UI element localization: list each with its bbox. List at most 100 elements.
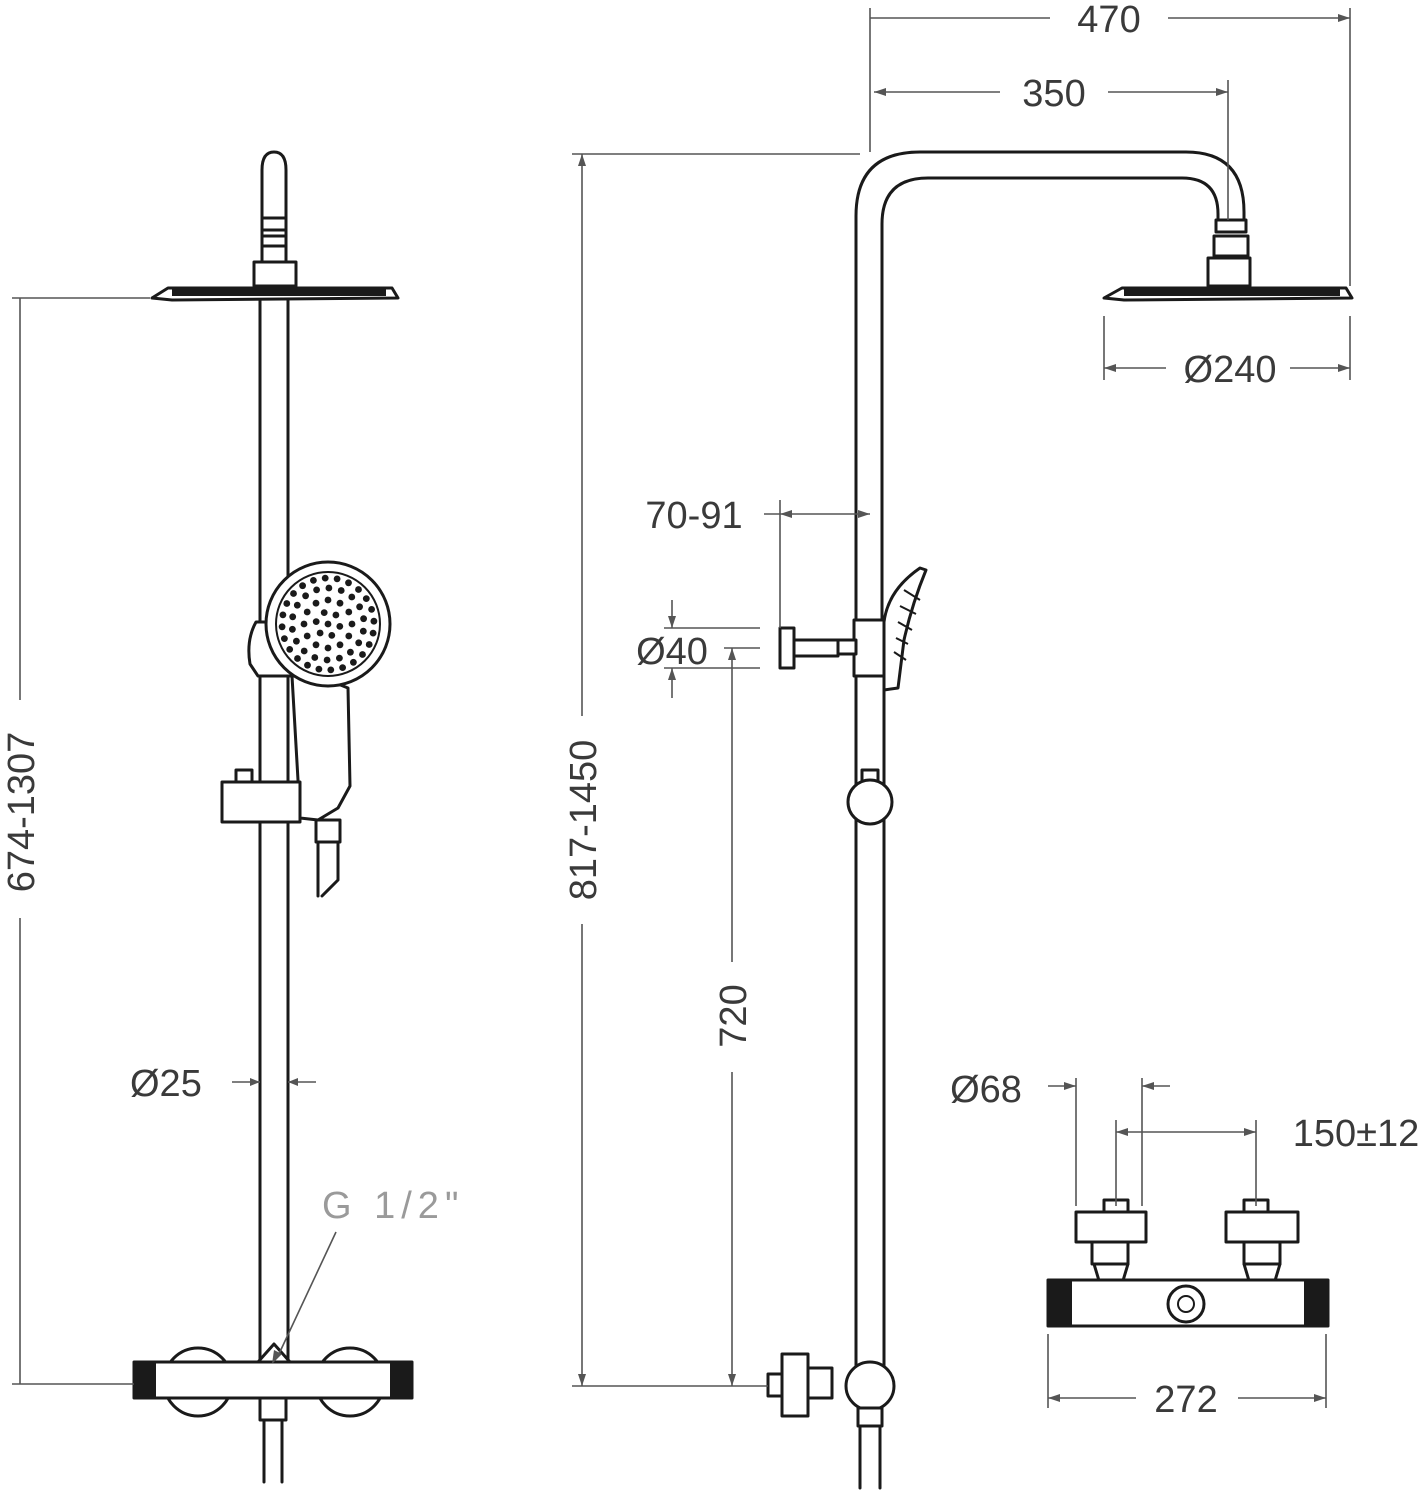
nozzle-dot (345, 579, 352, 587)
column-height-dimension: 817-1450 (563, 153, 860, 1387)
nozzle-dot (362, 595, 370, 602)
nozzle-dot (315, 665, 323, 673)
nozzle-dot (312, 599, 320, 607)
wall-offset-label: 70-91 (645, 495, 742, 537)
side-valve-body (780, 1352, 810, 1418)
side-holder (852, 618, 886, 678)
head-diameter-label: Ø240 (1184, 349, 1277, 391)
front-rain-head-plate (172, 289, 386, 296)
front-valve-body (132, 1360, 414, 1400)
column-height-label: 817-1450 (563, 740, 605, 901)
side-wall-bracket-plate (778, 626, 796, 670)
side-hand-shower (882, 566, 928, 692)
nozzle-dot (345, 632, 353, 640)
nozzle-dot (293, 637, 300, 645)
head-diameter-dimension: Ø240 (1103, 316, 1351, 391)
valve-handle-left (1074, 1210, 1148, 1244)
connection-thread-label: G 1/2" (322, 1185, 464, 1227)
front-valve-outlet (258, 1396, 288, 1422)
nozzle-dot (348, 593, 356, 601)
nozzle-dot (323, 656, 331, 664)
nozzle-dot (321, 574, 329, 582)
nozzle-dot (324, 620, 332, 628)
nozzle-dot (337, 587, 345, 594)
nozzle-dot (336, 654, 343, 662)
front-hose-nut (314, 818, 342, 844)
wall-offset-dimension: 70-91 (645, 495, 870, 628)
side-valve-inlet (766, 1372, 784, 1398)
nozzle-dot (345, 608, 353, 616)
nozzle-dot (286, 646, 294, 653)
valve-center-dial (1166, 1284, 1206, 1324)
nozzle-dot (278, 623, 286, 631)
front-head-connector (252, 260, 298, 288)
bracket-diameter-dimension: Ø40 (636, 600, 760, 698)
side-column-outer (854, 150, 1246, 1382)
nozzle-dot (325, 584, 333, 592)
nozzle-dot (359, 651, 366, 658)
nozzle-dot (370, 617, 378, 625)
side-view (766, 150, 1354, 1490)
nozzle-dot (299, 582, 306, 590)
nozzle-dot (289, 613, 297, 621)
side-arm-ring-2 (1212, 234, 1250, 258)
nozzle-dot (283, 600, 291, 607)
side-wall-bracket-arm (792, 638, 840, 658)
bracket-height-dimension: 720 (713, 647, 760, 1386)
nozzle-dot (360, 615, 367, 623)
valve-view (1046, 1198, 1330, 1328)
total-width-dimension: 470 (869, 0, 1351, 286)
nozzle-dot (320, 609, 328, 616)
nozzle-dot (300, 647, 308, 655)
side-slider (846, 778, 894, 826)
front-hand-shower-nozzles (278, 574, 378, 674)
nozzle-dot (304, 661, 311, 669)
nozzle-dot (310, 577, 317, 584)
arm-reach-label: 350 (1022, 73, 1085, 115)
bracket-height-label: 720 (713, 984, 755, 1047)
front-slider-knob (234, 768, 254, 784)
pipe-diameter-label: Ø25 (130, 1063, 202, 1105)
nozzle-dot (290, 590, 297, 597)
front-hose (316, 840, 340, 898)
nozzle-dot (365, 641, 373, 648)
front-height-label: 674-1307 (1, 732, 43, 893)
valve-length-dimension: 272 (1047, 1334, 1327, 1421)
nozzle-dot (328, 632, 336, 639)
nozzle-dot (350, 658, 357, 666)
valve-length-label: 272 (1154, 1379, 1217, 1421)
nozzle-dot (302, 592, 309, 600)
nozzle-dot (369, 629, 377, 637)
nozzle-dot (332, 611, 340, 619)
side-head-connector (1206, 256, 1252, 288)
inlet-spacing-dimension: 150±12 (1115, 1113, 1419, 1206)
side-valve-handle (844, 1360, 896, 1412)
nozzle-dot (303, 632, 311, 640)
arm-reach-dimension: 350 (874, 73, 1229, 220)
bracket-diameter-label: Ø40 (636, 631, 708, 673)
nozzle-dot (336, 623, 344, 630)
nozzle-dot (324, 644, 332, 652)
nozzle-dot (355, 639, 363, 647)
nozzle-dot (336, 641, 344, 649)
side-column-inner (880, 176, 1220, 622)
nozzle-dot (316, 629, 324, 637)
nozzle-dot (303, 608, 311, 616)
nozzle-dot (289, 625, 296, 633)
nozzle-dot (324, 596, 332, 604)
nozzle-dot (293, 601, 301, 609)
nozzle-dot (313, 586, 320, 594)
nozzle-dot (347, 648, 354, 656)
front-valve-lower-hose (262, 1418, 284, 1484)
side-arm-ring-1 (1214, 218, 1248, 234)
nozzle-dot (339, 664, 346, 671)
nozzle-dot (333, 575, 341, 583)
handle-diameter-dimension: Ø68 (950, 1069, 1170, 1206)
nozzle-dot (294, 655, 301, 662)
nozzle-dot (348, 620, 356, 628)
nozzle-dot (356, 603, 363, 611)
valve-handle-right (1224, 1210, 1300, 1244)
nozzle-dot (279, 611, 287, 619)
pipe-diameter-dimension: Ø25 (130, 1063, 316, 1105)
